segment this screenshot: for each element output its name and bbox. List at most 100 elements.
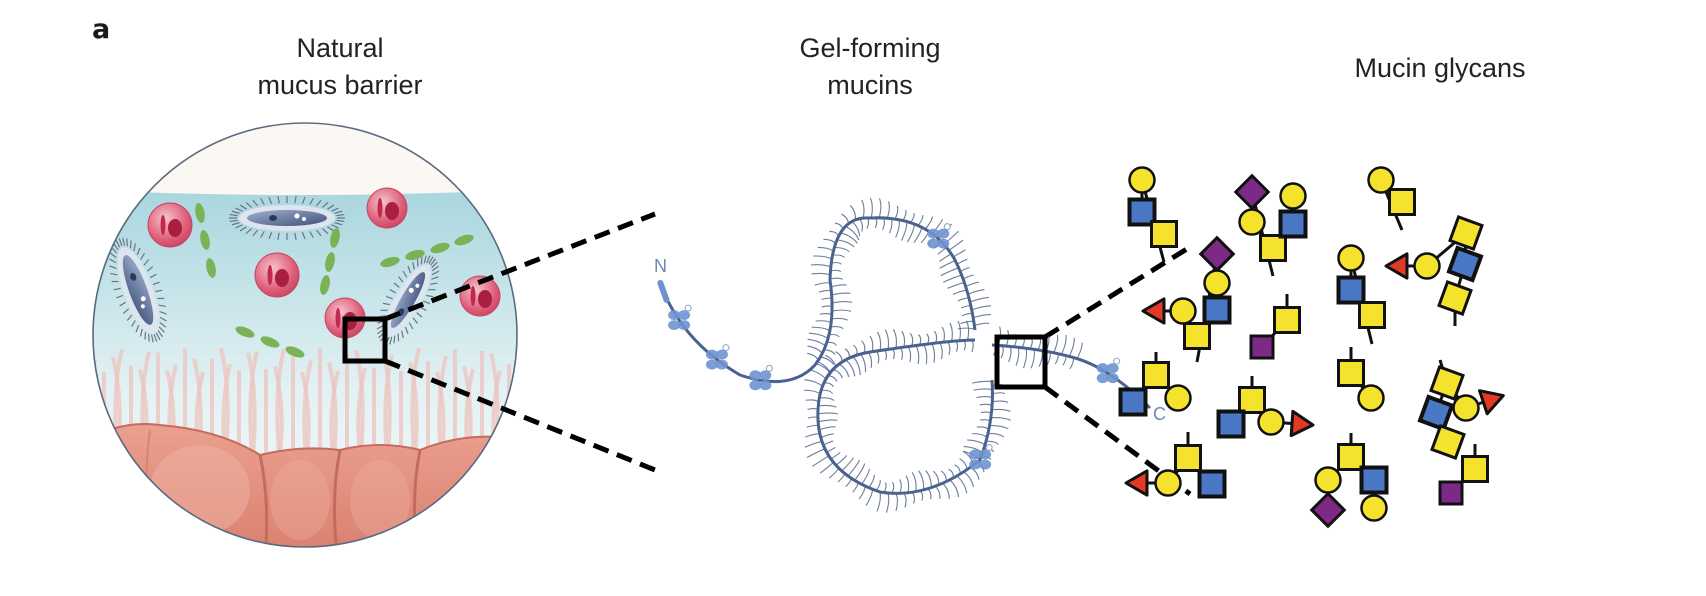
flagellum bbox=[327, 226, 335, 232]
flagellum bbox=[150, 273, 157, 279]
glycan-bristle bbox=[940, 267, 959, 277]
coccus bbox=[405, 249, 425, 261]
glycan-bristle bbox=[963, 340, 966, 351]
glycan-bristle bbox=[932, 470, 940, 485]
domain-lobe bbox=[749, 370, 762, 381]
glycan-bristle bbox=[866, 217, 870, 229]
glycan-bristle bbox=[865, 489, 874, 506]
glycan-bristle bbox=[820, 356, 835, 365]
host-cell bbox=[366, 187, 408, 229]
glycan-bristle bbox=[818, 289, 832, 293]
galactose-circle-icon bbox=[1154, 469, 1182, 497]
glycan-bristle bbox=[992, 392, 1006, 395]
glycan-bristle bbox=[891, 481, 895, 494]
glycan-bristle bbox=[933, 330, 938, 344]
glycocalyx-fiber bbox=[516, 347, 517, 456]
title-line-1: Natural bbox=[296, 33, 384, 63]
host-cell-granule bbox=[470, 286, 476, 306]
galnac-square-icon bbox=[1142, 361, 1170, 389]
glycan-bristle bbox=[823, 349, 836, 355]
coccus bbox=[380, 256, 400, 268]
barrier-circle-outline bbox=[92, 122, 518, 548]
glycan-bristle bbox=[821, 297, 833, 300]
glycan-bristle bbox=[989, 425, 1009, 430]
galactose-circle-icon bbox=[1452, 394, 1480, 422]
flagellum bbox=[309, 231, 314, 238]
host-cell-granule bbox=[267, 265, 273, 285]
galnac-square-icon bbox=[1183, 322, 1211, 350]
glycan-bristle bbox=[987, 432, 1005, 438]
glycocalyx-fiber bbox=[329, 370, 340, 456]
glycan-bristle bbox=[965, 281, 979, 288]
glycan-bristle bbox=[831, 309, 852, 312]
glycan-bristle bbox=[869, 335, 874, 352]
coccus bbox=[325, 252, 335, 272]
glycan-bristle bbox=[939, 342, 943, 360]
mucin-vwd-domains bbox=[657, 223, 1121, 470]
domain-ring bbox=[985, 444, 993, 452]
glycan-bristle bbox=[910, 212, 915, 224]
galactose-circle-icon bbox=[1367, 166, 1395, 194]
glcnac-square-icon bbox=[1216, 409, 1246, 439]
sialic-acid-square-icon bbox=[1438, 480, 1464, 506]
glycan-bristle bbox=[858, 486, 866, 500]
glycan-bristle bbox=[861, 468, 870, 485]
glycan-bristle bbox=[911, 491, 915, 504]
title-line-1: Gel-forming bbox=[799, 33, 941, 63]
coccus bbox=[330, 228, 340, 248]
galnac-square-icon bbox=[1174, 444, 1202, 472]
glycocalyx-fiber bbox=[300, 371, 311, 456]
glycan-bristle bbox=[963, 471, 975, 488]
glycan-bristle bbox=[875, 479, 881, 491]
domain-lobe bbox=[668, 310, 681, 321]
c-terminus-label: C bbox=[1153, 404, 1166, 424]
flagellum bbox=[321, 201, 329, 208]
glycan-bristle bbox=[836, 239, 855, 248]
flagellum bbox=[277, 232, 280, 240]
glycan-bristle bbox=[811, 272, 831, 276]
glycan-bristle bbox=[828, 467, 840, 479]
microbes bbox=[109, 187, 501, 358]
flagellum bbox=[126, 314, 133, 321]
glycan-bristle bbox=[923, 344, 928, 365]
zoom-box-mucin bbox=[994, 334, 1048, 390]
glycan-bristle bbox=[1053, 334, 1059, 354]
glycan-bristle bbox=[905, 475, 910, 493]
coccus bbox=[200, 230, 210, 250]
domain-lobe bbox=[927, 228, 940, 239]
flagellum bbox=[119, 301, 126, 307]
flagellum bbox=[235, 224, 243, 229]
glycan-bristle bbox=[939, 260, 956, 269]
glycan-bristle bbox=[967, 439, 986, 446]
flagellum bbox=[431, 265, 439, 272]
flagellum bbox=[336, 213, 345, 217]
flagellum bbox=[136, 247, 141, 256]
fucose-triangle-icon bbox=[1124, 469, 1149, 497]
streptococcus-chain bbox=[380, 234, 474, 268]
domain-lobe bbox=[749, 380, 762, 391]
glycan-bristle bbox=[819, 397, 835, 401]
flagellum bbox=[408, 322, 414, 330]
glycan-bristle bbox=[903, 492, 907, 508]
glycan-bristle bbox=[861, 199, 865, 219]
glycan-bristle bbox=[918, 470, 925, 490]
glycan-bristle bbox=[966, 320, 970, 341]
glycan-bristle bbox=[892, 329, 898, 349]
flagellum bbox=[158, 326, 166, 333]
domain-ring bbox=[943, 223, 951, 231]
glycan-bristle bbox=[940, 470, 947, 482]
flagellum bbox=[109, 265, 117, 270]
domain-lobe bbox=[1096, 373, 1109, 384]
flagellum bbox=[294, 196, 297, 204]
glycan-bristle bbox=[808, 332, 829, 339]
flagellum bbox=[116, 294, 124, 299]
glcnac-square-icon bbox=[1278, 209, 1308, 239]
flagellum bbox=[401, 330, 404, 339]
glycan-bristle bbox=[811, 326, 831, 332]
glycocalyx-fiber bbox=[246, 352, 257, 456]
glycan-bristle bbox=[895, 219, 900, 238]
glcnac-square-icon bbox=[1359, 465, 1389, 495]
host-cell-granule bbox=[160, 215, 166, 235]
host-cell bbox=[147, 202, 193, 248]
